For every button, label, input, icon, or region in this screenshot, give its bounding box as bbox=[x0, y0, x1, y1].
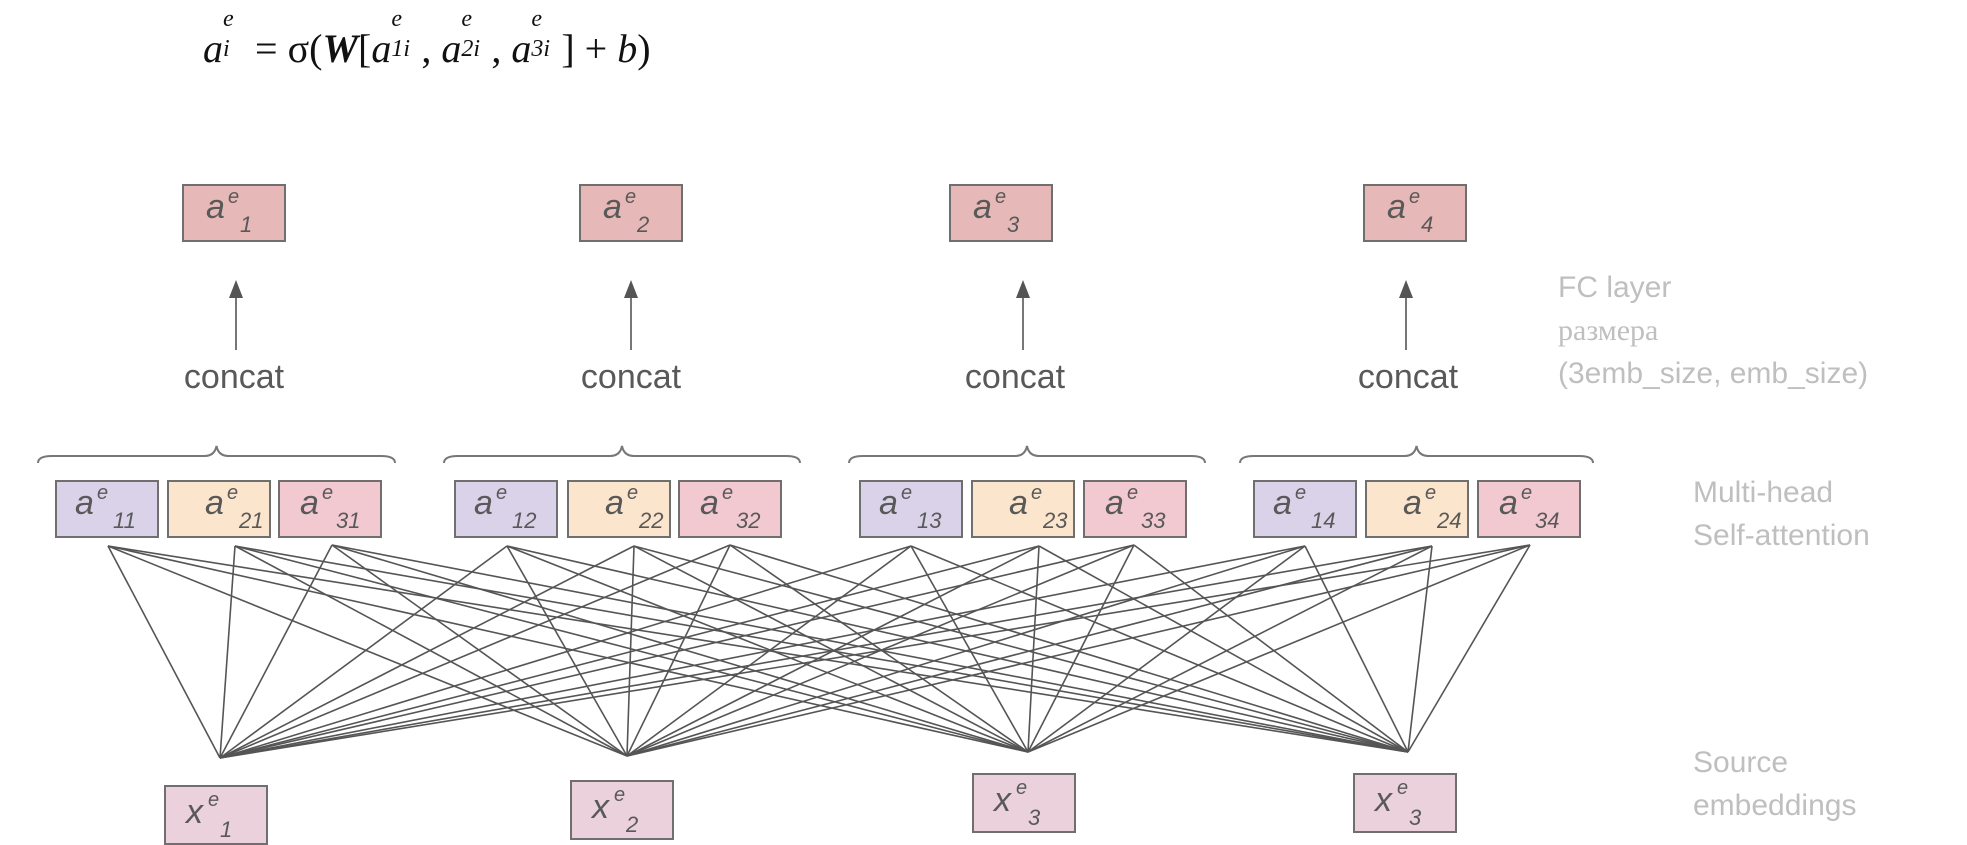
connection-head14-to-input1 bbox=[219, 545, 1306, 759]
output-box-3: a e 3 bbox=[949, 184, 1053, 242]
concat-label-4: concat bbox=[1357, 358, 1459, 396]
connection-head33-to-input4 bbox=[1133, 544, 1409, 753]
connection-head11-to-input2 bbox=[107, 545, 628, 757]
connection-head31-to-input1 bbox=[219, 544, 333, 759]
concat-arrows bbox=[229, 280, 1413, 350]
connection-head11-to-input4 bbox=[107, 545, 1409, 753]
connection-head21-to-input3 bbox=[234, 545, 1029, 753]
connection-head32-to-input4 bbox=[729, 544, 1409, 753]
connection-head13-to-input3 bbox=[910, 545, 1029, 753]
head-box-22: a e 22 bbox=[567, 480, 671, 538]
source-embeddings-label: Source embeddings bbox=[1693, 746, 1857, 822]
concat-brace-2 bbox=[443, 445, 801, 464]
head-box-23: a e 23 bbox=[971, 480, 1075, 538]
connection-head34-to-input1 bbox=[219, 544, 1531, 759]
connection-head11-to-input1 bbox=[107, 545, 221, 759]
head-box-33: a e 33 bbox=[1083, 480, 1187, 538]
connection-head13-to-input4 bbox=[910, 545, 1409, 753]
attention-connections bbox=[107, 544, 1531, 759]
connection-head31-to-input4 bbox=[331, 544, 1409, 753]
connection-head34-to-input4 bbox=[1407, 544, 1531, 753]
arrow-up-icon-3 bbox=[1016, 280, 1030, 298]
concat-label-1: concat bbox=[183, 358, 285, 396]
formula-sigma: σ( bbox=[287, 26, 323, 71]
connection-head12-to-input4 bbox=[506, 545, 1409, 753]
head-box-24: a e 24 bbox=[1365, 480, 1469, 538]
arrow-up-icon-4 bbox=[1399, 280, 1413, 298]
input-box-4: x e 3 bbox=[1353, 773, 1457, 833]
connection-head34-to-input3 bbox=[1027, 544, 1531, 753]
connection-head31-to-input2 bbox=[331, 544, 628, 757]
connection-head33-to-input1 bbox=[219, 544, 1135, 759]
output-box-1: a e 1 bbox=[182, 184, 286, 242]
connection-head24-to-input2 bbox=[626, 545, 1433, 757]
formula-weight: W bbox=[322, 26, 359, 71]
concat-brace-1 bbox=[37, 445, 396, 464]
connection-head13-to-input1 bbox=[219, 545, 912, 759]
connection-head14-to-input4 bbox=[1304, 545, 1409, 753]
output-box-4: a e 4 bbox=[1363, 184, 1467, 242]
concat-label-3: concat bbox=[964, 358, 1066, 396]
connection-head32-to-input1 bbox=[219, 544, 731, 759]
connection-head22-to-input4 bbox=[633, 545, 1409, 753]
head-box-12: a e 12 bbox=[454, 480, 558, 538]
connection-head23-to-input3 bbox=[1027, 545, 1040, 753]
concat-braces bbox=[37, 445, 1594, 464]
connection-head12-to-input1 bbox=[219, 545, 508, 759]
head-box-14: a e 14 bbox=[1253, 480, 1357, 538]
head-box-21: a e 21 bbox=[167, 480, 271, 538]
connection-head11-to-input3 bbox=[107, 545, 1029, 753]
connection-head23-to-input1 bbox=[219, 545, 1040, 759]
concat-brace-3 bbox=[848, 445, 1206, 464]
connection-head24-to-input3 bbox=[1027, 545, 1433, 753]
head-box-31: a e 31 bbox=[278, 480, 382, 538]
output-box-2: a e 2 bbox=[579, 184, 683, 242]
concat-label-2: concat bbox=[580, 358, 682, 396]
connection-head22-to-input3 bbox=[633, 545, 1029, 753]
arrow-up-icon-1 bbox=[229, 280, 243, 298]
connection-head23-to-input4 bbox=[1038, 545, 1409, 753]
formula-equals: = bbox=[255, 26, 278, 71]
connection-head14-to-input2 bbox=[626, 545, 1306, 757]
connection-head22-to-input1 bbox=[219, 545, 635, 759]
connection-head21-to-input1 bbox=[219, 545, 236, 759]
connection-head24-to-input1 bbox=[219, 545, 1433, 759]
formula-bias: b bbox=[617, 26, 638, 71]
connection-head21-to-input2 bbox=[234, 545, 628, 757]
fc-layer-label: FC layer размера (3emb_size, emb_size) bbox=[1558, 271, 1869, 390]
head-box-32: a e 32 bbox=[678, 480, 782, 538]
connection-head34-to-input2 bbox=[626, 544, 1531, 757]
head-box-11: a e 11 bbox=[55, 480, 159, 538]
concat-brace-4 bbox=[1239, 445, 1594, 464]
connection-head14-to-input3 bbox=[1027, 545, 1306, 753]
multihead-attention-label: Multi-head Self-attention bbox=[1693, 476, 1870, 552]
connection-head24-to-input4 bbox=[1407, 545, 1433, 753]
input-box-3: x e 3 bbox=[972, 773, 1076, 833]
connection-head21-to-input4 bbox=[234, 545, 1409, 753]
arrow-up-icon-2 bbox=[624, 280, 638, 298]
head-box-13: a e 13 bbox=[859, 480, 963, 538]
connection-head12-to-input3 bbox=[506, 545, 1029, 753]
input-box-1: x e 1 bbox=[164, 785, 268, 845]
connection-head33-to-input3 bbox=[1027, 544, 1135, 753]
input-box-2: x e 2 bbox=[570, 780, 674, 840]
connection-head32-to-input3 bbox=[729, 544, 1029, 753]
head-box-34: a e 34 bbox=[1477, 480, 1581, 538]
